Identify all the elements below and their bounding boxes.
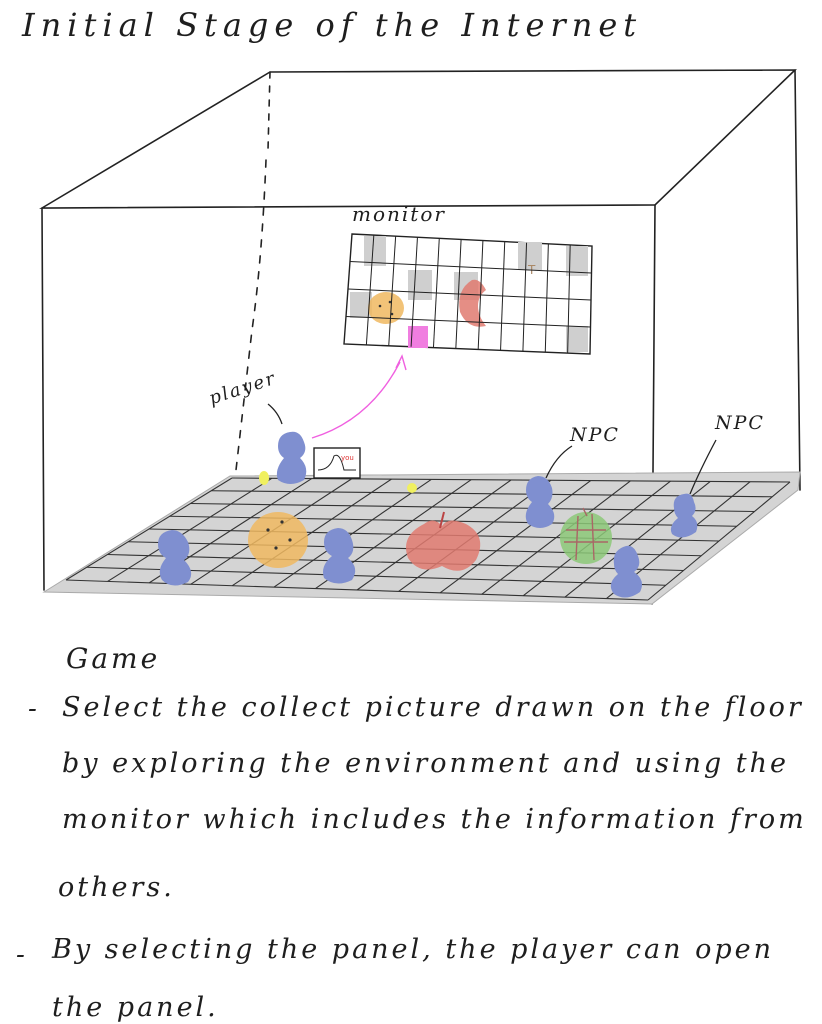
description-line: the panel.	[52, 992, 219, 1023]
npc-label: NPC	[570, 424, 620, 446]
game-heading: Game	[66, 642, 161, 675]
monitor-label: monitor	[352, 202, 446, 226]
bullet-dash: -	[16, 940, 27, 970]
npc-figure[interactable]	[525, 476, 555, 528]
description-line: By selecting the panel, the player can o…	[52, 934, 774, 965]
floor-orange-picture[interactable]	[248, 512, 308, 568]
floor-melon-picture[interactable]	[560, 507, 612, 564]
npc-figure[interactable]	[610, 545, 642, 598]
npc-pointers	[267, 403, 717, 495]
diagram-title: Initial Stage of the Internet	[22, 6, 643, 44]
player-figure[interactable]	[276, 431, 307, 484]
arrow-to-monitor	[311, 354, 407, 439]
description-line: monitor which includes the information f…	[62, 804, 807, 835]
description-line: Select the collect picture drawn on the …	[62, 692, 804, 723]
room-scene: you T	[39, 69, 801, 605]
npc-figure[interactable]	[670, 493, 698, 538]
floor-apple-picture[interactable]	[406, 511, 481, 571]
room-box	[39, 69, 801, 605]
npc-figure[interactable]	[158, 530, 192, 586]
coin-items	[259, 471, 417, 493]
npc-figure[interactable]	[323, 528, 356, 584]
bullet-dash: -	[28, 694, 39, 724]
description-line: by exploring the environment and using t…	[62, 748, 790, 779]
npc-label: NPC	[715, 412, 765, 434]
description-line: others.	[58, 872, 175, 903]
monitor-panel[interactable]: T	[343, 233, 593, 355]
player-screen[interactable]: you	[313, 447, 361, 479]
you-label: you	[341, 454, 354, 462]
npc-figures[interactable]	[158, 431, 698, 598]
